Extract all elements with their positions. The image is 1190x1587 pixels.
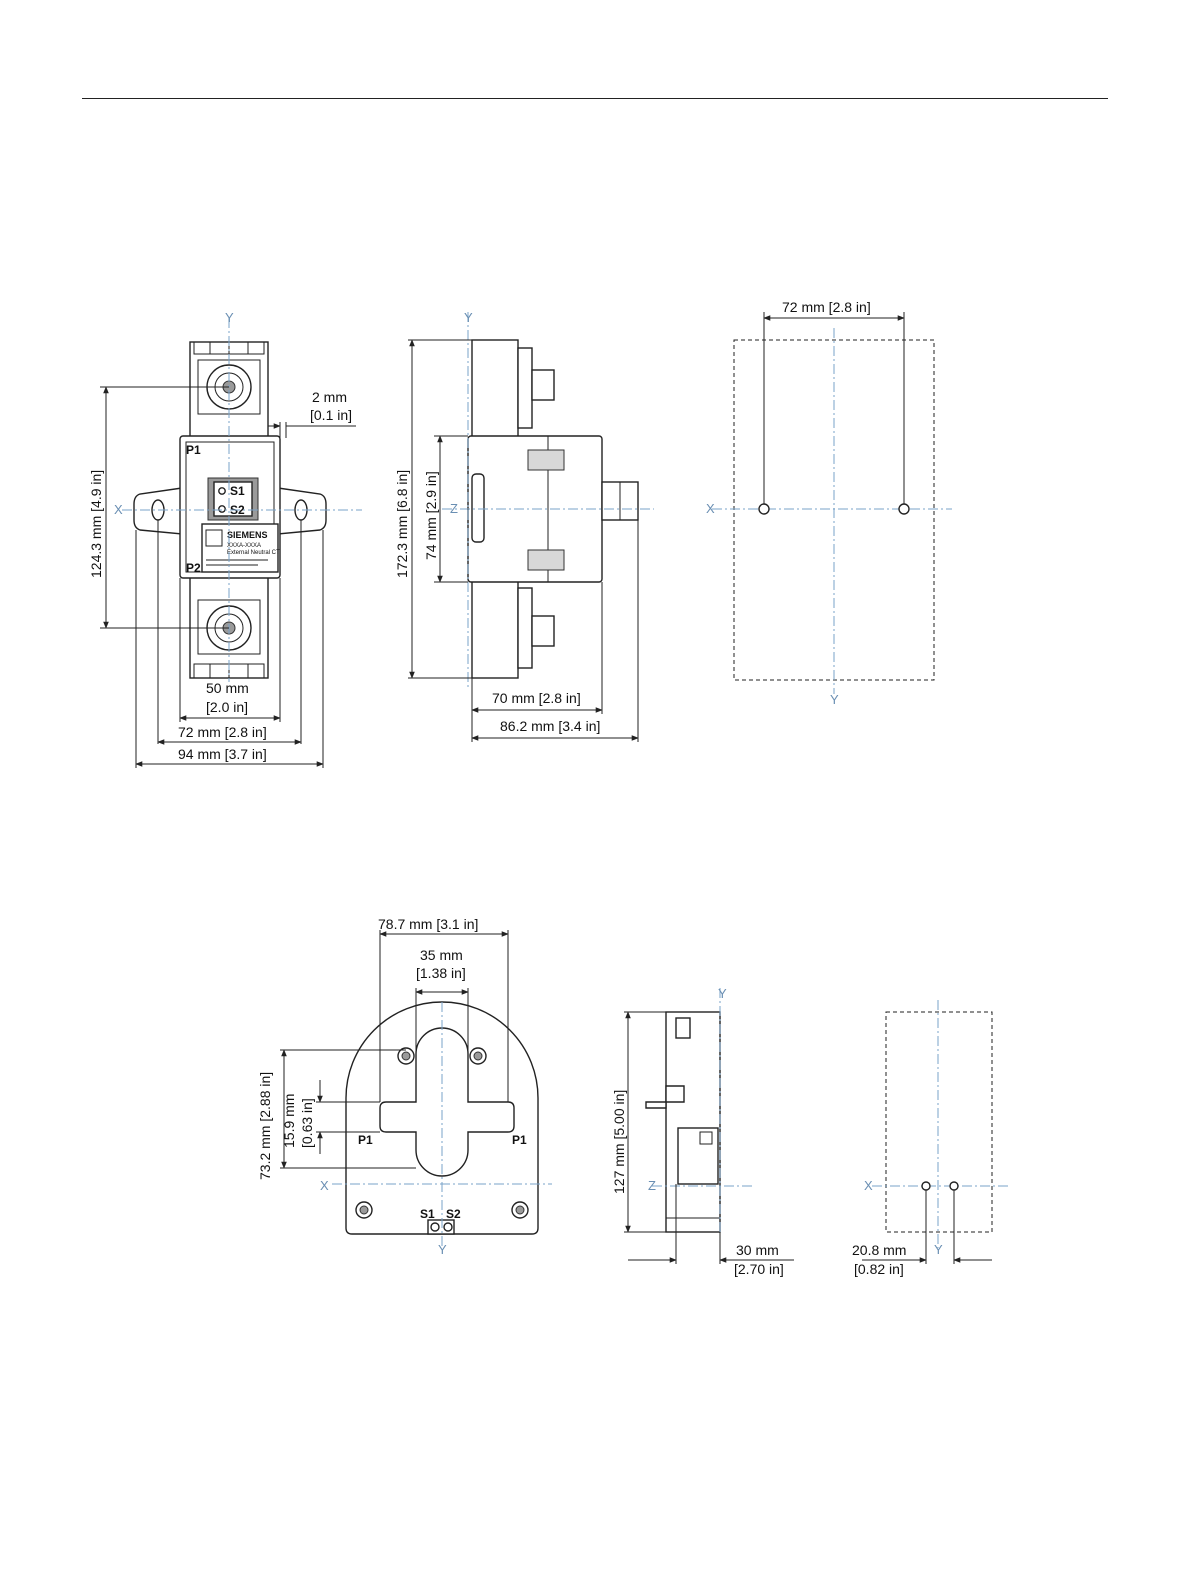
nameplate-logo-box	[205, 529, 223, 547]
ct2-dim-hole-spacing-v: 73.2 mm [2.88 in]	[257, 1072, 273, 1180]
template-hole-left	[758, 503, 770, 515]
ct2-dim-window-height-in: [0.63 in]	[299, 1098, 315, 1148]
axis-x-label: X	[114, 502, 123, 517]
nameplate-line1: XXXA-XXXA	[227, 543, 261, 549]
figure-2-panel: S1 S2 P1 P1 Y X 78.7 mm [3.1 in] 35 mm […	[252, 918, 1012, 1284]
ct2-terminal-p1-left-label: P1	[358, 1133, 373, 1147]
ct2-side-tab	[645, 1085, 685, 1109]
ct2-terminal-s2-label: S2	[446, 1207, 461, 1221]
ct2-template-hole-right	[949, 1181, 959, 1191]
axis-y-label: Y	[225, 310, 234, 325]
ct2-side-body	[665, 1011, 721, 1233]
ct2-terminal-p1-right-label: P1	[512, 1133, 527, 1147]
ct2-template-outline	[885, 1011, 993, 1233]
ct1-front-view: S1 S2 P1 P2 SIEMENS XXXA-XXXA External N…	[88, 310, 362, 768]
side-axis-z-label: Z	[450, 501, 458, 516]
ct2-drill-template: Y X 20.8 mm [0.82 in]	[852, 1000, 1010, 1277]
dim-gap-in: [0.1 in]	[310, 407, 352, 423]
ct1-drill-template: Y X 72 mm [2.8 in]	[706, 299, 952, 707]
ct2-template-dim-mm: 20.8 mm	[852, 1242, 906, 1258]
dim-overall-width: 94 mm [3.7 in]	[178, 746, 267, 762]
nameplate	[201, 523, 279, 573]
ct2-window	[379, 1027, 515, 1177]
terminal-p2-label: P2	[186, 561, 201, 575]
ct2-side-axis-y-label: Y	[718, 986, 727, 1001]
template-dim-hole-spacing: 72 mm [2.8 in]	[782, 299, 871, 315]
dim-inner-width-in: [2.0 in]	[206, 699, 248, 715]
ct2-template-axis-y-label: Y	[934, 1242, 943, 1257]
ct2-side-view: Y Z 127 mm [5.00 in] 30 mm [2.70 in]	[611, 986, 794, 1277]
dim-overall-depth-86: 86.2 mm [3.4 in]	[500, 718, 600, 734]
ct2-dim-window-width-in: [1.38 in]	[416, 965, 466, 981]
ct1-side-view: Y Z 172.3 mm [6.8 in] 74 mm [2.9 in] 70 …	[394, 310, 654, 742]
ct2-template-dim-in: [0.82 in]	[854, 1261, 904, 1277]
nameplate-line2: External Neutral CT	[227, 550, 280, 556]
ct2-template-hole-left	[921, 1181, 931, 1191]
ct2-dim-depth-mm: 30 mm	[736, 1242, 779, 1258]
ct2-template-axis-x-label: X	[864, 1178, 873, 1193]
dim-body-height-74: 74 mm [2.9 in]	[423, 471, 439, 560]
dim-depth-70: 70 mm [2.8 in]	[492, 690, 581, 706]
ct2-dim-depth-in: [2.70 in]	[734, 1261, 784, 1277]
figure-1-drawing: S1 S2 P1 P2 SIEMENS XXXA-XXXA External N…	[88, 299, 952, 768]
ct2-dim-window-width-mm: 35 mm	[420, 947, 463, 963]
template-axis-y-label: Y	[830, 692, 839, 707]
terminal-p1-label: P1	[186, 443, 201, 457]
ct2-dim-window-height-mm: 15.9 mm	[281, 1094, 297, 1148]
figure-1-panel: S1 S2 P1 P2 SIEMENS XXXA-XXXA External N…	[82, 298, 962, 776]
template-hole-right	[898, 503, 910, 515]
ct2-dim-overall-width: 78.7 mm [3.1 in]	[378, 918, 478, 932]
side-top-screw	[531, 369, 555, 401]
ct2-front-view: S1 S2 P1 P1 Y X 78.7 mm [3.1 in] 35 mm […	[257, 918, 552, 1257]
nameplate-brand: SIEMENS	[227, 530, 268, 540]
side-bottom-plate	[471, 577, 519, 679]
side-top-plate	[471, 339, 519, 439]
dim-inner-width-mm: 50 mm	[206, 680, 249, 696]
ct2-side-axis-z-label: Z	[648, 1178, 656, 1193]
ct2-axis-y-label: Y	[438, 1242, 447, 1257]
side-bottom-screw	[531, 615, 555, 647]
dim-hole-spacing: 72 mm [2.8 in]	[178, 724, 267, 740]
dim-overall-height-172: 172.3 mm [6.8 in]	[394, 470, 410, 578]
ct2-dim-height: 127 mm [5.00 in]	[611, 1090, 627, 1194]
ct2-axis-x-label: X	[320, 1178, 329, 1193]
dim-gap-mm: 2 mm	[312, 389, 347, 405]
ct2-side-label-area	[677, 1127, 719, 1185]
figure-2-drawing: S1 S2 P1 P1 Y X 78.7 mm [3.1 in] 35 mm […	[257, 918, 1010, 1277]
dim-height-124: 124.3 mm [4.9 in]	[88, 470, 104, 578]
template-axis-x-label: X	[706, 501, 715, 516]
header-rule	[82, 98, 1108, 99]
side-axis-y-label: Y	[464, 310, 473, 325]
terminal-s1-label: S1	[230, 484, 245, 498]
ct2-terminal-s1-label: S1	[420, 1207, 435, 1221]
